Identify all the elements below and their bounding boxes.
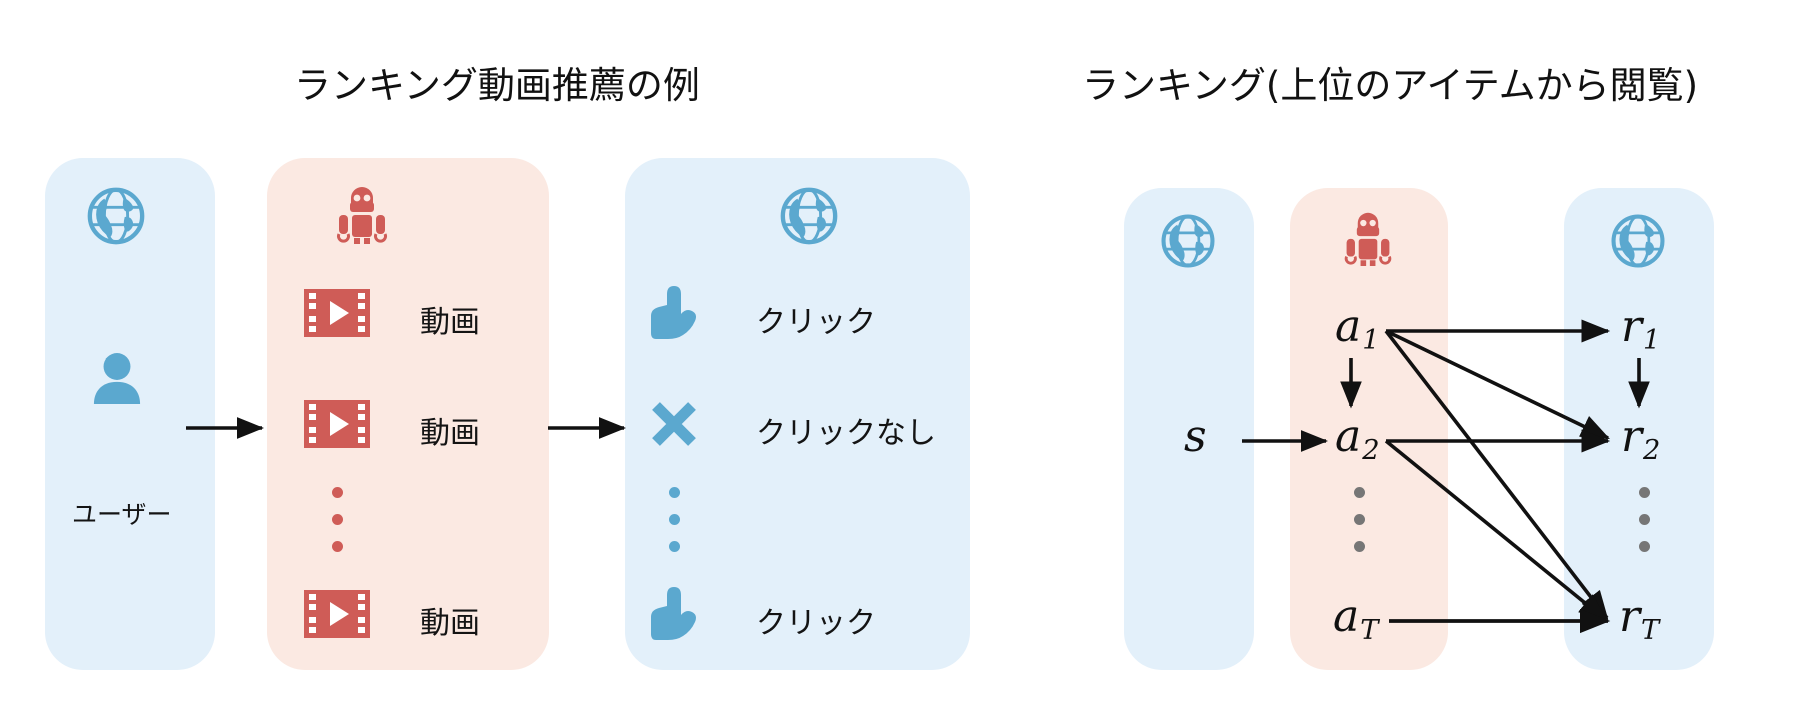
- reward-r1-sub: 1: [1643, 324, 1661, 356]
- globe-icon: [778, 185, 840, 252]
- globe-icon: [1159, 212, 1217, 275]
- state-symbol: s: [1184, 415, 1207, 459]
- feedback-label: クリック: [756, 305, 876, 340]
- state-panel: [1124, 188, 1254, 670]
- action-aT-sub: T: [1360, 614, 1379, 646]
- feedback-label: クリック: [756, 606, 876, 641]
- action-aT-base: a: [1333, 591, 1360, 642]
- reward-r2-sub: 2: [1643, 434, 1661, 466]
- cross-icon: [648, 398, 700, 455]
- item-label: 動画: [420, 606, 480, 641]
- action-symbol-a1: a1: [1335, 305, 1380, 354]
- right-figure-title: ランキング(上位のアイテムから閲覧): [1082, 64, 1699, 107]
- item-label: 動画: [420, 416, 480, 451]
- user-icon: [92, 350, 142, 413]
- user-label: ユーザー: [72, 500, 172, 529]
- robot-icon: [333, 182, 391, 249]
- robot-icon: [1341, 208, 1395, 271]
- action-a2-base: a: [1335, 411, 1362, 462]
- state-symbol-base: s: [1184, 411, 1207, 462]
- pointing-hand-icon: [650, 284, 700, 347]
- ellipsis-icon: [669, 487, 680, 552]
- video-icon: [304, 400, 370, 453]
- action-symbol-a2: a2: [1335, 415, 1380, 464]
- left-figure-title: ランキング動画推薦の例: [294, 64, 700, 107]
- globe-icon: [85, 185, 147, 252]
- ellipsis-icon: [332, 487, 343, 552]
- reward-rT-sub: T: [1641, 614, 1660, 646]
- pointing-hand-icon: [650, 585, 700, 648]
- action-symbol-aT: aT: [1333, 595, 1378, 644]
- action-a1-sub: 1: [1362, 324, 1380, 356]
- ellipsis-icon: [1354, 487, 1365, 552]
- reward-r1-base: r: [1621, 301, 1643, 352]
- action-a2-sub: 2: [1362, 434, 1380, 466]
- item-label: 動画: [420, 305, 480, 340]
- reward-rT-base: r: [1619, 591, 1641, 642]
- action-a1-base: a: [1335, 301, 1362, 352]
- ellipsis-icon: [1639, 487, 1650, 552]
- reward-r2-base: r: [1621, 411, 1643, 462]
- video-icon: [304, 289, 370, 342]
- globe-icon: [1609, 212, 1667, 275]
- feedback-label: クリックなし: [756, 416, 936, 451]
- reward-symbol-rT: rT: [1619, 595, 1659, 644]
- user-panel: [45, 158, 215, 670]
- reward-symbol-r1: r1: [1621, 305, 1660, 354]
- reward-symbol-r2: r2: [1621, 415, 1660, 464]
- video-icon: [304, 590, 370, 643]
